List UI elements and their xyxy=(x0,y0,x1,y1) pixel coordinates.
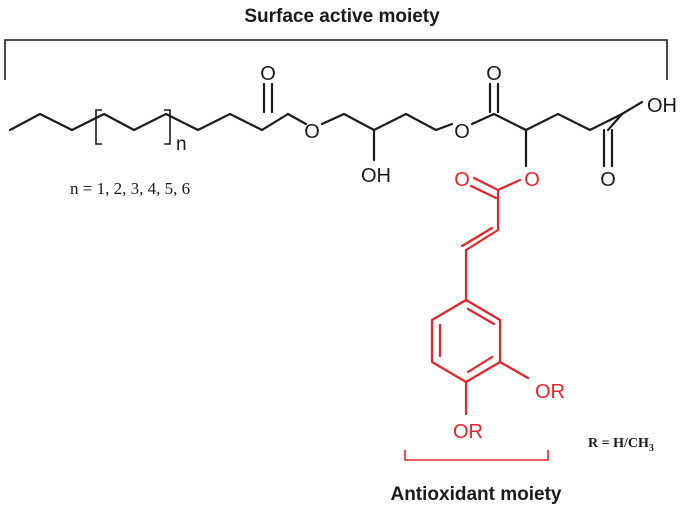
glycerol-bonds xyxy=(320,112,454,132)
antioxidant-carbonyl-oxygen: O xyxy=(454,169,470,191)
antioxidant-moiety-title: Antioxidant moiety xyxy=(390,484,561,505)
substituent-or-para: OR xyxy=(453,421,483,443)
r-definition-note: R = H/CH3 xyxy=(588,436,654,454)
glycerol-hydroxyl: OH xyxy=(361,165,391,187)
acid-carbonyl-bond xyxy=(602,128,614,168)
ester1-carbonyl-oxygen: O xyxy=(260,63,276,85)
acid-hydroxyl: OH xyxy=(647,95,677,117)
surface-moiety-bracket xyxy=(4,39,668,80)
repeat-bracket-left xyxy=(95,109,102,145)
antioxidant-carbonyl-bond xyxy=(469,176,500,200)
r-definition-prefix: R = H/CH xyxy=(588,436,649,451)
repeat-subscript: n xyxy=(176,134,187,155)
ester2-carbonyl-oxygen: O xyxy=(486,63,502,85)
alkyl-chain-bonds xyxy=(8,112,290,132)
ester1-oxygen: O xyxy=(304,121,320,143)
surface-moiety-title: Surface active moiety xyxy=(244,6,440,27)
malic-backbone-bonds xyxy=(492,100,644,132)
ester1-carbonyl-bond xyxy=(262,82,274,114)
r-definition-subscript: 3 xyxy=(649,443,654,454)
benzene-inner-bonds xyxy=(438,307,496,374)
vinyl-bonds xyxy=(460,188,500,252)
antioxidant-ester-bond xyxy=(496,178,522,192)
antioxidant-bracket xyxy=(404,450,549,461)
ester1-o-bond xyxy=(286,112,308,126)
antioxidant-ester-oxygen: O xyxy=(524,169,540,191)
repeat-bracket-right xyxy=(164,109,171,145)
benzene-ring xyxy=(430,298,502,384)
substituent-or-meta: OR xyxy=(535,381,565,403)
ester2-carbonyl-bond xyxy=(488,82,500,114)
acid-carbonyl-oxygen: O xyxy=(600,169,616,191)
ester2-o-bond xyxy=(470,112,496,126)
ester2-oxygen: O xyxy=(454,121,470,143)
acid-link-bond xyxy=(606,112,624,132)
n-values-note: n = 1, 2, 3, 4, 5, 6 xyxy=(70,179,190,198)
ring-or1-bond xyxy=(498,360,530,380)
